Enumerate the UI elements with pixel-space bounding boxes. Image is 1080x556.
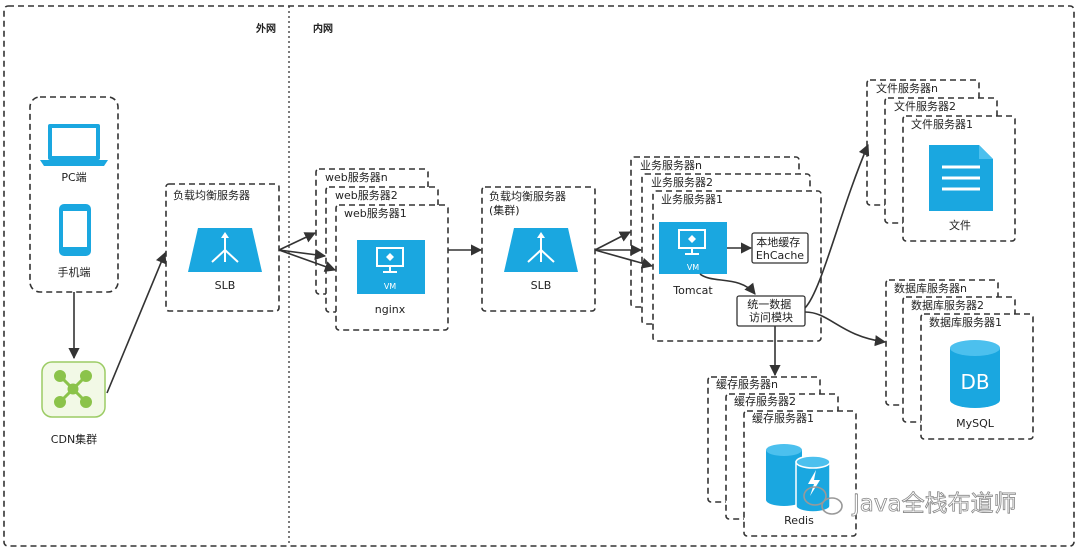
client-group: PC端 手机端 — [29, 96, 119, 293]
nginx-vm-text: VM — [384, 282, 396, 291]
slb-inner-icon — [504, 228, 578, 272]
slb-inner-label: SLB — [531, 279, 552, 292]
watermark-text: Java全栈布道师 — [851, 491, 1017, 517]
wechat-icon — [803, 486, 843, 515]
web-server-n-label: web服务器n — [325, 171, 388, 184]
mysql-label: MySQL — [956, 417, 995, 430]
nginx-vm-icon: VM — [357, 240, 425, 294]
cdn-label: CDN集群 — [51, 432, 97, 446]
edge-dao-db — [804, 311, 887, 347]
edge-lb-web-2 — [278, 249, 327, 261]
lb-outer-title: 负载均衡服务器 — [173, 188, 250, 202]
db-server-stack: 数据库服务器n 数据库服务器2 数据库服务器1 DB MySQL — [885, 279, 1034, 440]
edge-lb-web-n — [278, 232, 317, 251]
svg-text:统一数据 访问模块: 统一数据 访问模块 — [747, 297, 795, 324]
app-server-n-label: 业务服务器n — [640, 159, 702, 172]
edge-dao-file — [804, 143, 870, 309]
tomcat-vm-icon: VM — [659, 222, 727, 274]
app-server-1-label: 业务服务器1 — [661, 193, 723, 206]
file-document-icon — [929, 145, 993, 211]
cache-server-1-label: 缓存服务器1 — [752, 411, 814, 425]
db-server-1-label: 数据库服务器1 — [929, 315, 1002, 329]
edge-lb-web-1 — [278, 249, 337, 272]
lb-inner-title-line2: (集群) — [489, 203, 520, 217]
mobile-label: 手机端 — [58, 265, 91, 279]
data-access-module: 统一数据 访问模块 — [736, 295, 806, 327]
dao-line2: 访问模块 — [749, 311, 793, 324]
cache-server-2-label: 缓存服务器2 — [734, 394, 796, 408]
connectors — [68, 143, 887, 394]
file-server-n-label: 文件服务器n — [876, 81, 938, 95]
cache-server-stack: 缓存服务器n 缓存服务器2 缓存服务器1 Redis — [707, 376, 857, 537]
db-server-n-label: 数据库服务器n — [894, 281, 967, 295]
edge-cdn-lb — [106, 251, 167, 394]
edge-lb-app-n — [594, 231, 631, 251]
file-server-2-label: 文件服务器2 — [894, 99, 956, 113]
edge-lb-app-1 — [594, 249, 654, 269]
app-server-2-label: 业务服务器2 — [651, 176, 713, 189]
app-server-stack: 业务服务器n 业务服务器2 业务服务器1 VM Tomcat 本地缓存 EhCa… — [630, 156, 822, 342]
db-icon-text: DB — [960, 370, 989, 394]
web-server-stack: web服务器n web服务器2 web服务器1 VM nginx — [315, 168, 449, 331]
redis-label: Redis — [784, 514, 814, 527]
file-server-1-label: 文件服务器1 — [911, 117, 973, 131]
pc-label: PC端 — [61, 171, 86, 184]
outer-frame — [3, 5, 1075, 547]
watermark: Java全栈布道师 — [803, 486, 1017, 517]
lb-inner: 负载均衡服务器 (集群) SLB — [481, 186, 596, 312]
edge-tomcat-dao — [699, 273, 756, 295]
ehcache-line1: 本地缓存 — [756, 235, 800, 249]
svg-text:本地缓存 EhCache: 本地缓存 EhCache — [756, 235, 804, 262]
ehcache-line2: EhCache — [756, 249, 804, 262]
lb-inner-title-line1: 负载均衡服务器 — [489, 189, 566, 203]
nginx-label: nginx — [375, 303, 406, 316]
slb-outer-icon — [188, 228, 262, 272]
lb-outer: 负载均衡服务器 SLB — [165, 183, 280, 312]
database-icon: DB — [950, 340, 1000, 408]
phone-icon — [59, 204, 91, 256]
ehcache-box: 本地缓存 EhCache — [751, 232, 809, 264]
slb-outer-label: SLB — [215, 279, 236, 292]
file-server-stack: 文件服务器n 文件服务器2 文件服务器1 文件 — [866, 79, 1016, 242]
db-server-2-label: 数据库服务器2 — [911, 298, 984, 312]
zone-external-label: 外网 — [255, 22, 276, 35]
dao-line1: 统一数据 — [747, 297, 791, 311]
web-server-2-label: web服务器2 — [335, 189, 398, 202]
laptop-icon — [40, 124, 108, 166]
web-server-1-label: web服务器1 — [344, 207, 407, 220]
cache-server-n-label: 缓存服务器n — [716, 377, 778, 391]
zone-internal-label: 内网 — [313, 22, 333, 35]
cdn-node: CDN集群 — [41, 361, 106, 446]
file-label: 文件 — [949, 218, 971, 232]
tomcat-label: Tomcat — [672, 284, 713, 297]
tomcat-vm-text: VM — [687, 263, 699, 272]
lb-inner-title: 负载均衡服务器 (集群) — [489, 189, 570, 217]
